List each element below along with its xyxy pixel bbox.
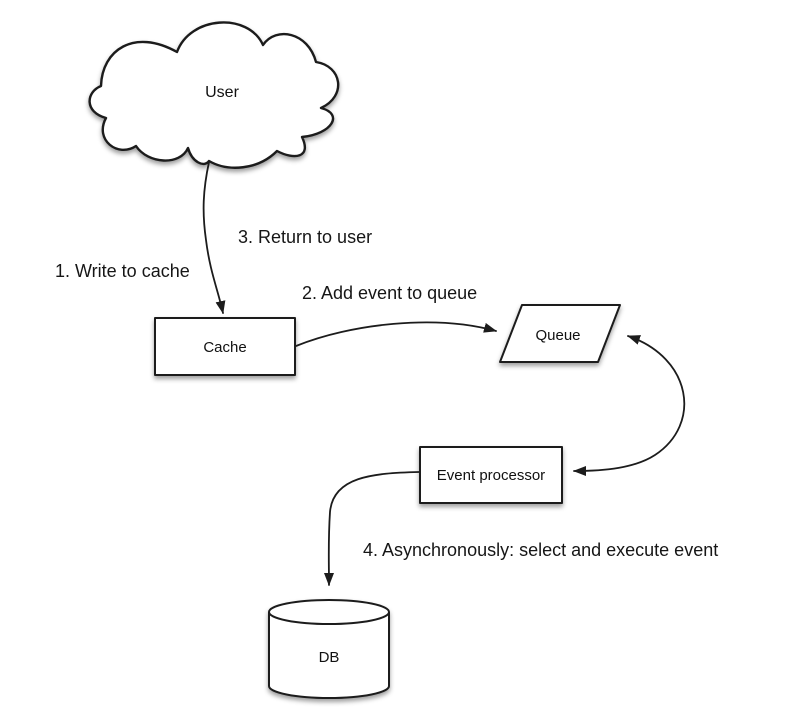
db-cylinder-rim [268,611,390,625]
event-processor-shape [419,446,563,504]
arrow-event-processor-to-db [323,471,420,586]
db-cylinder-shape [268,599,390,699]
cache-node: Cache [154,317,296,376]
cache-shape [154,317,296,376]
arrow-queue-event-processor [573,335,686,476]
cloud-shape [88,21,340,169]
cache-node-label: Cache [203,339,246,356]
edge-label-step3: 3. Return to user [238,227,372,247]
edge-label-step1: 1. Write to cache [55,261,190,281]
queue-node-label: Queue [535,327,580,344]
user-node: User [88,21,340,169]
event-processor-node: Event processor [419,446,563,504]
user-node-label: User [205,84,239,101]
edge-label-step2: 2. Add event to queue [302,283,477,303]
arrow-cache-to-queue [295,321,497,347]
db-node-label: DB [319,649,340,666]
edge-label-step4: 4. Asynchronously: select and execute ev… [363,540,718,560]
db-node: DB [268,599,390,699]
arrow-user-to-cache [202,161,226,314]
queue-node: Queue [499,304,621,363]
event-processor-node-label: Event processor [437,467,545,484]
